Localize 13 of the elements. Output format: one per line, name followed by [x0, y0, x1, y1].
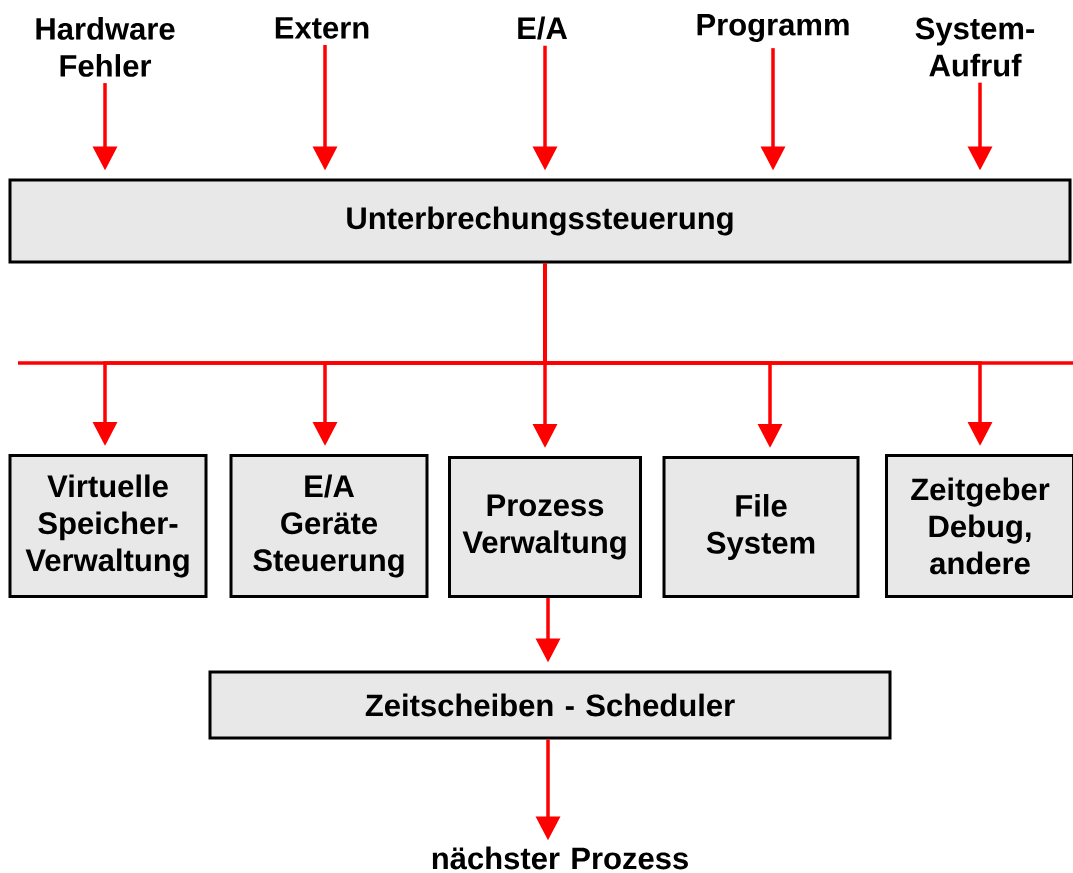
process-box: Zeitgeber Debug, andere	[885, 454, 1073, 598]
text-label: Hardware Fehler	[36, 17, 175, 77]
text-label: nächster Prozess	[432, 846, 688, 870]
process-box: Zeitscheiben - Scheduler	[208, 670, 892, 740]
process-box: Unterbrechungssteuerung	[8, 178, 1072, 264]
process-box: Prozess Verwaltung	[448, 456, 642, 598]
text-label: System- Aufruf	[915, 17, 1035, 77]
text-label: Programm	[697, 14, 849, 42]
text-label: E/A	[518, 16, 568, 40]
process-box: Virtuelle Speicher- Verwaltung	[8, 454, 208, 598]
process-box: File System	[662, 456, 860, 598]
text-label: Extern	[275, 17, 369, 39]
process-box: E/A Geräte Steuerung	[229, 454, 429, 598]
